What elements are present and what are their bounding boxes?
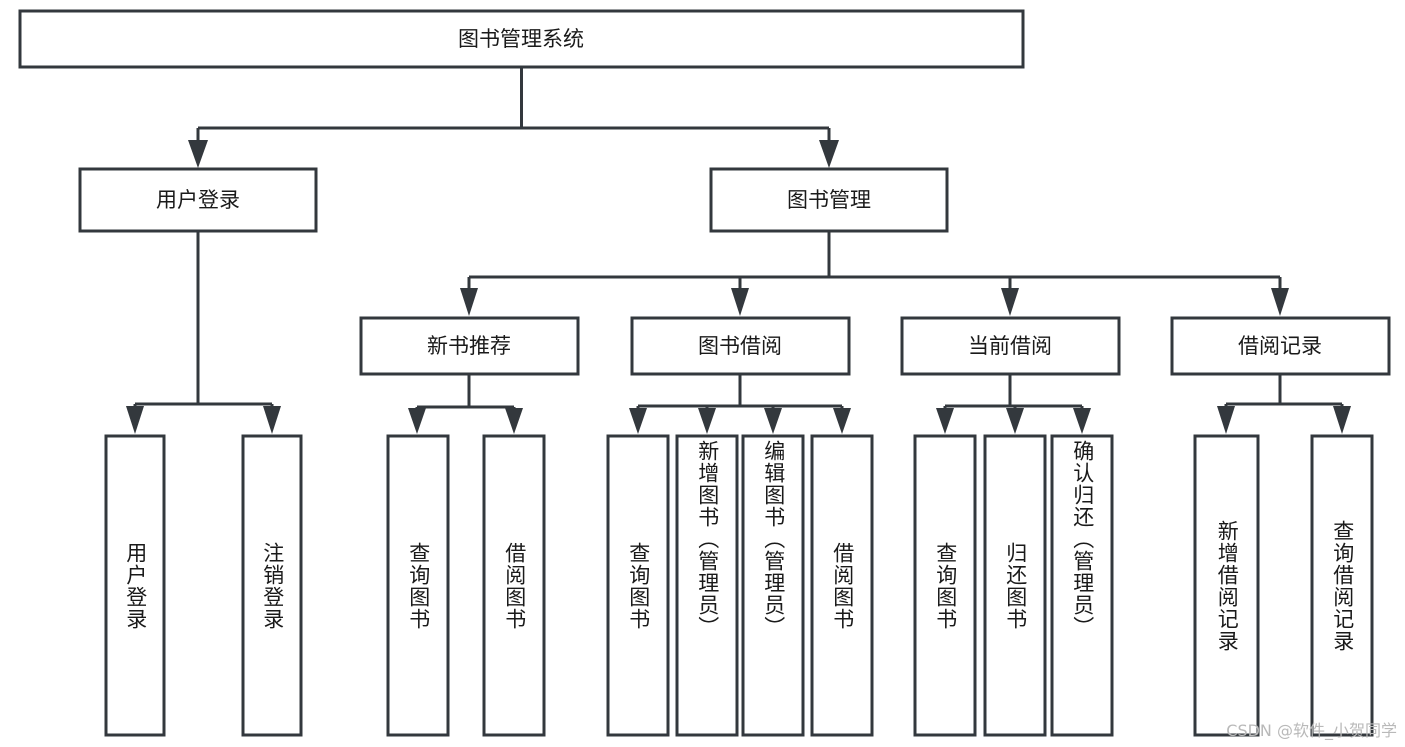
leaf-box-bb-query-book[interactable] [606,434,670,737]
node-book-borrow-box[interactable] [630,316,851,376]
node-current-borrow[interactable]: 当前借阅 [900,316,1121,376]
leaf-box-nb-query-book[interactable] [386,434,450,737]
connector-group-newbook-to-leaves [408,374,523,434]
arrowhead-cb-return-book [1006,408,1024,434]
leaf-box-bb-borrow-book[interactable] [810,434,874,737]
arrowhead-bb-edit-book [764,408,782,434]
node-new-book-recommend[interactable]: 新书推荐 [359,316,580,376]
node-new-book-recommend-box[interactable] [359,316,580,376]
arrowhead-br-query-record [1333,406,1351,434]
arrowhead-cb-query-book [936,408,954,434]
leaf-box-logout-login[interactable] [241,434,303,737]
leaf-box-cb-return-book[interactable] [983,434,1047,737]
arrowhead-bb-borrow-book [833,408,851,434]
node-current-borrow-box[interactable] [900,316,1121,376]
arrowhead-user-login [188,140,208,168]
connector-group-borrowrecord-to-leaves [1217,374,1351,434]
arrowhead-current-borrow [1001,288,1019,316]
node-borrow-record-box[interactable] [1170,316,1391,376]
node-book-borrow[interactable]: 图书借阅 [630,316,851,376]
node-user-login[interactable]: 用户登录 [78,167,318,233]
leaf-boxes [104,434,1374,737]
connector-group-userlogin-to-leaves [126,231,281,434]
node-root-box[interactable] [18,9,1025,69]
arrowhead-cb-confirm-return [1073,408,1091,434]
node-current-borrow-label: 当前借阅 [968,334,1052,358]
connector-group-bookborrow-to-leaves [629,374,851,434]
arrowhead-book-borrow [731,288,749,316]
arrowhead-bb-add-book [698,408,716,434]
leaf-box-br-add-record[interactable] [1193,434,1260,737]
arrowhead-leaf-logout-login [263,406,281,434]
node-book-borrow-label: 图书借阅 [698,334,782,358]
node-borrow-record[interactable]: 借阅记录 [1170,316,1391,376]
arrowhead-br-add-record [1217,406,1235,434]
arrowhead-bb-query-book [629,408,647,434]
node-book-management[interactable]: 图书管理 [709,167,949,233]
node-root[interactable]: 图书管理系统 [18,9,1025,69]
node-root-label: 图书管理系统 [458,27,584,51]
arrowhead-new-book-recommend [460,288,478,316]
node-new-book-recommend-label: 新书推荐 [427,334,511,358]
leaf-box-cb-query-book[interactable] [913,434,977,737]
node-borrow-record-label: 借阅记录 [1238,334,1322,358]
arrowhead-borrow-record [1271,288,1289,316]
leaf-box-br-query-record[interactable] [1310,434,1374,737]
connector-group-bookmgmt-to-level3 [460,231,1289,316]
connector-group-root-to-level2 [188,67,839,168]
node-book-management-label: 图书管理 [787,188,871,212]
arrowhead-nb-borrow-book [505,408,523,434]
leaf-box-cb-confirm-return[interactable] [1050,434,1114,737]
node-book-management-box[interactable] [709,167,949,233]
leaf-box-bb-add-book[interactable] [675,434,739,737]
node-user-login-box[interactable] [78,167,318,233]
leaf-box-user-login[interactable] [104,434,166,737]
leaf-box-nb-borrow-book[interactable] [482,434,546,737]
arrowhead-nb-query-book [408,408,426,434]
arrowhead-book-mgmt [819,140,839,168]
leaf-box-bb-edit-book[interactable] [741,434,805,737]
arrowhead-leaf-user-login [126,406,144,434]
connector-group-currentborrow-to-leaves [936,374,1091,434]
node-user-login-label: 用户登录 [156,188,240,212]
